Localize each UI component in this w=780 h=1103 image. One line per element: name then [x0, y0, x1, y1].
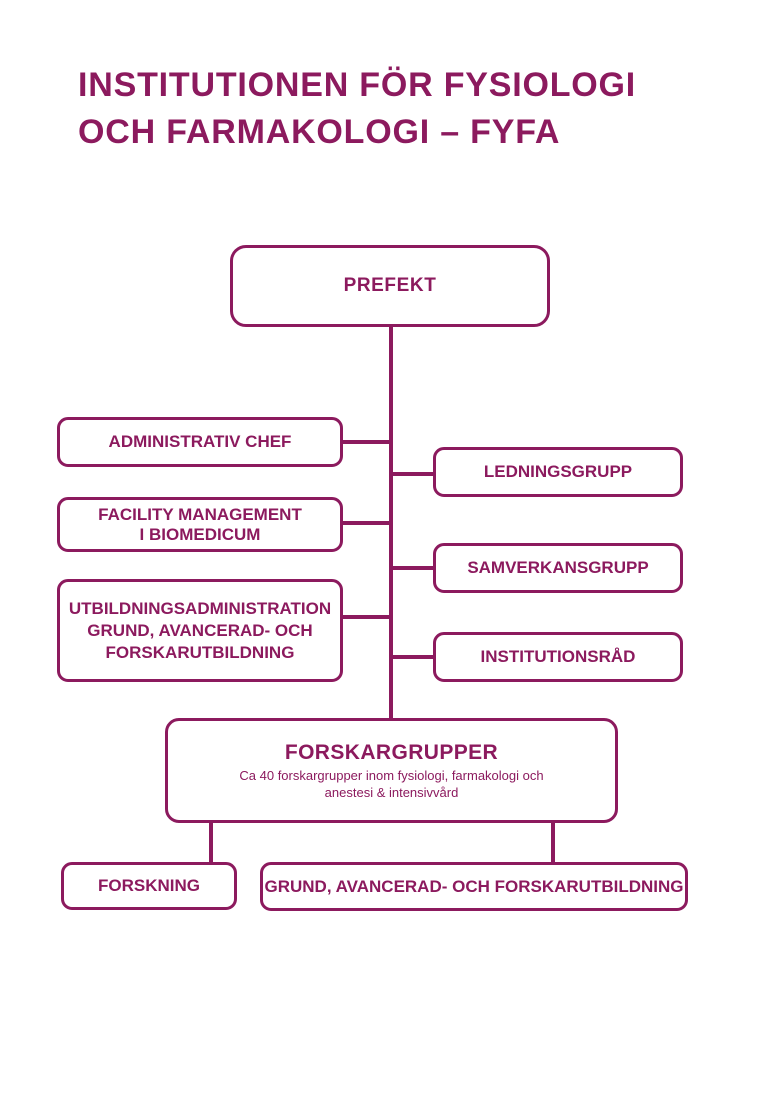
box-facility-management-line-1: FACILITY MANAGEMENT	[98, 504, 302, 524]
box-forskning: FORSKNING	[61, 862, 237, 910]
connector-prefekt-to-forskargrupper	[389, 327, 393, 719]
box-facility-management: FACILITY MANAGEMENT I BIOMEDICUM	[57, 497, 343, 552]
box-samverkansgrupp: SAMVERKANSGRUPP	[433, 543, 683, 593]
connector-institutionsrad	[389, 655, 433, 659]
box-forskargrupper-description-line-2: anestesi & intensivvård	[324, 784, 459, 800]
box-forskargrupper-label: FORSKARGRUPPER	[284, 740, 499, 764]
connector-samverkansgrupp	[389, 566, 433, 570]
box-utbildningsadministration: UTBILDNINGSADMINISTRATION GRUND, AVANCER…	[57, 579, 343, 682]
box-ledningsgrupp: LEDNINGSGRUPP	[433, 447, 683, 497]
box-facility-management-line-2: I BIOMEDICUM	[139, 524, 261, 544]
box-institutionsrad-label: INSTITUTIONSRÅD	[480, 647, 636, 666]
box-ledningsgrupp-label: LEDNINGSGRUPP	[483, 462, 633, 481]
connector-grund-avancerad-forskarutbildning	[551, 823, 555, 862]
connector-utbildningsadministration	[343, 615, 389, 619]
box-utbildningsadministration-line-2: GRUND, AVANCERAD- OCH	[87, 620, 313, 640]
connector-ledningsgrupp	[389, 472, 433, 476]
box-prefekt-label: PREFEKT	[343, 275, 437, 296]
box-prefekt: PREFEKT	[230, 245, 550, 327]
connector-administrativ-chef	[343, 440, 389, 444]
box-administrativ-chef-label: ADMINISTRATIV CHEF	[108, 432, 292, 451]
page-title-line-1: INSTITUTIONEN FÖR FYSIOLOGI	[78, 66, 637, 104]
connector-facility-management	[343, 521, 389, 525]
box-forskargrupper: FORSKARGRUPPER Ca 40 forskargrupper inom…	[165, 718, 618, 823]
box-grund-avancerad-forskarutbildning-label: GRUND, AVANCERAD- OCH FORSKARUTBILDNING	[264, 876, 684, 896]
box-samverkansgrupp-label: SAMVERKANSGRUPP	[467, 558, 649, 577]
box-administrativ-chef: ADMINISTRATIV CHEF	[57, 417, 343, 467]
connector-forskning	[209, 823, 213, 862]
box-utbildningsadministration-line-3: FORSKARUTBILDNING	[105, 642, 295, 662]
box-forskning-label: FORSKNING	[98, 876, 200, 895]
page-title-line-2: OCH FARMAKOLOGI – FYFA	[78, 113, 561, 151]
box-institutionsrad: INSTITUTIONSRÅD	[433, 632, 683, 682]
page-title: INSTITUTIONEN FÖR FYSIOLOGI OCH FARMAKOL…	[78, 62, 738, 156]
box-forskargrupper-description-line-1: Ca 40 forskargrupper inom fysiologi, far…	[239, 767, 544, 783]
box-utbildningsadministration-line-1: UTBILDNINGSADMINISTRATION	[68, 598, 332, 618]
box-grund-avancerad-forskarutbildning: GRUND, AVANCERAD- OCH FORSKARUTBILDNING	[260, 862, 688, 911]
